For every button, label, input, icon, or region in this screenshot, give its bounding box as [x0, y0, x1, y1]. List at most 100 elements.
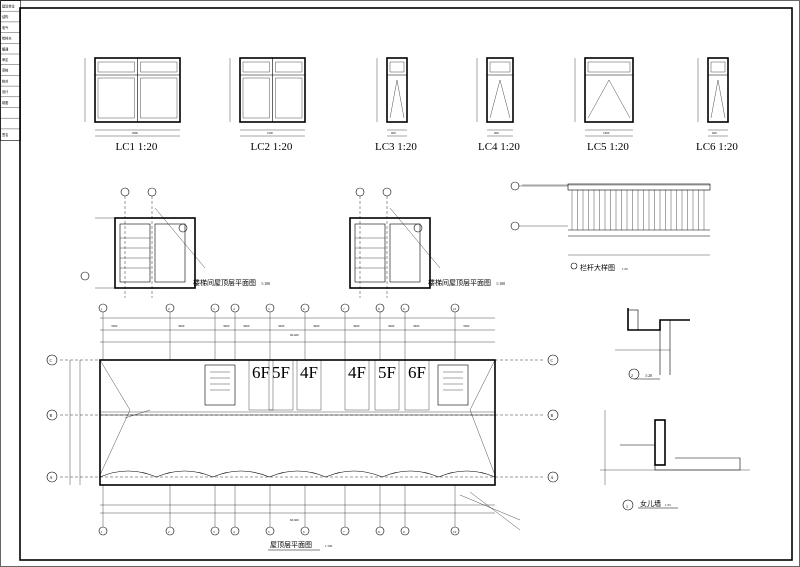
top-dimension: 3600 — [278, 324, 285, 328]
grid-number: 2 — [168, 307, 170, 311]
detail1-scale: 1:25 — [665, 503, 671, 507]
axis-bubble — [547, 409, 559, 421]
detail-2: 2 1:20 — [615, 308, 690, 380]
window-dim: 1800 — [132, 131, 139, 135]
stair-plan-left: 楼梯间屋顶层平面图 1:100 — [80, 187, 270, 298]
top-dimension: 3600 — [243, 324, 250, 328]
axis-letter: B — [551, 413, 554, 418]
grid-number: 5 — [268, 530, 270, 534]
axis-letter: C — [551, 358, 554, 363]
top-dimension: 3300 — [111, 324, 118, 328]
axis-bubble — [547, 471, 559, 483]
axis-letter: A — [50, 475, 53, 480]
title-block-cell: 签名 — [2, 132, 8, 137]
title-block-cell: 审核 — [2, 68, 9, 73]
detail2-scale: 1:20 — [645, 373, 652, 378]
overall-dimension-bottom: 60.600 — [290, 518, 299, 522]
axis-bubble — [46, 471, 58, 483]
window-dim: 600 — [391, 131, 396, 135]
grid-number: 2 — [168, 530, 170, 534]
title-block-cell: 暖通 — [2, 46, 9, 51]
window-label: LC6 1:20 — [696, 141, 738, 153]
floor-label: 4F — [348, 363, 366, 382]
drawing-frame — [19, 7, 793, 561]
axis-bubble — [46, 409, 58, 421]
window-label: LC5 1:20 — [587, 141, 629, 153]
grid-number: 7 — [343, 530, 345, 534]
roof-plan-title: 屋顶层平面图 — [270, 541, 312, 549]
floor-label: 5F — [272, 363, 290, 382]
grid-number: 1 — [101, 307, 103, 311]
axis-bubble — [547, 354, 559, 366]
roof-plan-scale: 1:100 — [325, 544, 333, 548]
window-label: LC3 1:20 — [375, 141, 417, 153]
detail1-label: 女儿墙 — [640, 499, 661, 508]
top-dimension: 3600 — [413, 324, 420, 328]
stair-plan-scale-right: 1:100 — [496, 281, 505, 286]
window-dim: 1800 — [603, 131, 610, 135]
title-block-cell: 给排水 — [2, 36, 12, 41]
window-dim: 900 — [494, 131, 499, 135]
overall-dimension: 60.600 — [290, 333, 299, 337]
detail2-number: 2 — [631, 373, 633, 378]
top-dimension: 3300 — [463, 324, 470, 328]
grid-number: 1 — [101, 530, 103, 534]
grid-number: 9 — [403, 530, 405, 534]
grid-number: 9 — [403, 307, 405, 311]
grid-number: 4 — [233, 530, 235, 534]
stair-plan-right: 楼梯间屋顶层平面图 1:100 — [349, 187, 505, 298]
top-dimension: 3600 — [223, 324, 230, 328]
railing-detail: 栏杆大样图 1:20 — [510, 181, 711, 272]
title-block-cell: 建设单位 — [2, 4, 16, 9]
grid-number: 4 — [233, 307, 235, 311]
window-dim: 1500 — [267, 131, 274, 135]
axis-letter: B — [50, 413, 53, 418]
window-dim: 600 — [712, 131, 717, 135]
title-block-cell: 电气 — [2, 25, 9, 30]
top-dimension: 3600 — [353, 324, 360, 328]
stair-plan-title-left: 楼梯间屋顶层平面图 — [193, 278, 256, 287]
axis-letter: C — [50, 358, 53, 363]
detail-1: 1 女儿墙 1:25 — [600, 410, 750, 511]
grid-number: 6 — [303, 307, 305, 311]
top-dimension: 3600 — [388, 324, 395, 328]
grid-number: 5 — [268, 307, 270, 311]
grid-number: 8 — [378, 530, 380, 534]
grid-number: 10 — [453, 530, 457, 534]
railing-scale: 1:20 — [622, 267, 628, 271]
title-block-cell: 校对 — [2, 78, 9, 83]
window-label: LC4 1:20 — [478, 141, 520, 153]
title-block-cell: 设计 — [2, 89, 9, 94]
grid-number: 10 — [453, 307, 457, 311]
axis-bubble — [46, 354, 58, 366]
top-dimension: 3600 — [313, 324, 320, 328]
stair-plan-scale-left: 1:100 — [261, 281, 270, 286]
grid-number: 3 — [213, 307, 215, 311]
top-dimension: 3600 — [178, 324, 185, 328]
title-block-cell: 制图 — [2, 100, 8, 105]
window-label: LC2 1:20 — [251, 141, 293, 153]
grid-number: 8 — [378, 307, 380, 311]
floor-label: 4F — [300, 363, 318, 382]
title-block-cell: 结构 — [2, 14, 8, 19]
grid-number: 3 — [213, 530, 215, 534]
grid-number: 7 — [343, 307, 345, 311]
floor-label: 6F — [252, 363, 270, 382]
floor-label: 5F — [378, 363, 396, 382]
detail1-number: 1 — [626, 504, 628, 509]
grid-number: 6 — [303, 530, 305, 534]
railing-title: 栏杆大样图 — [580, 263, 615, 272]
window-label: LC1 1:20 — [116, 141, 158, 153]
axis-letter: A — [551, 475, 554, 480]
floor-label: 6F — [408, 363, 426, 382]
